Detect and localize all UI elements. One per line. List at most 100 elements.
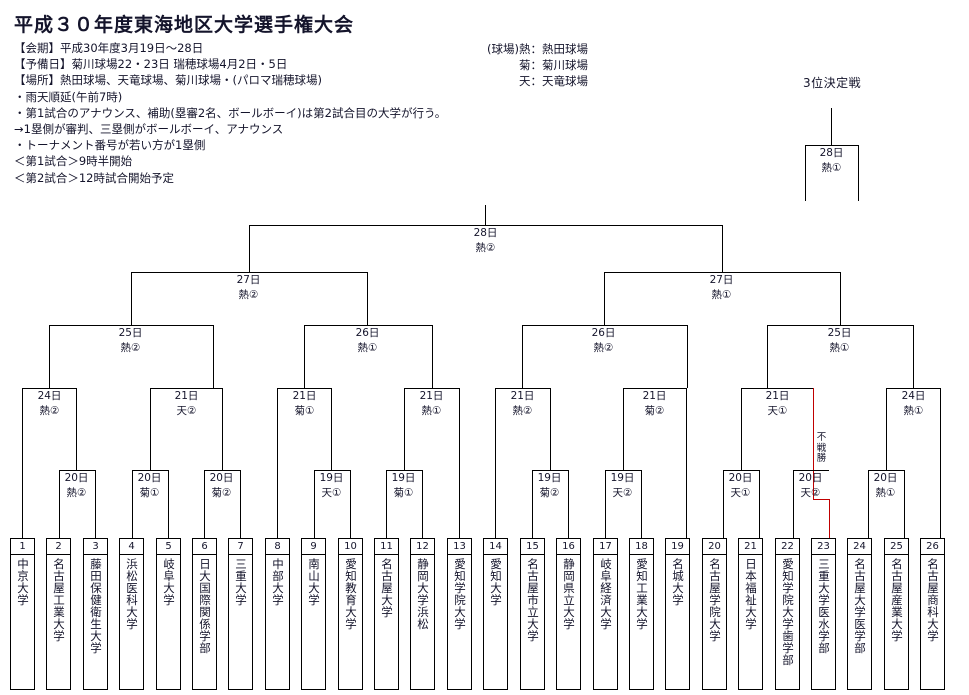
- team-name: 名古屋大学: [380, 558, 393, 618]
- team-name: 南山大学: [307, 558, 320, 606]
- r16-6-crossbar: [623, 388, 686, 389]
- match-venue: 熱①: [357, 342, 378, 354]
- match-quarterfinal-2[interactable]: 26日 熱①: [327, 327, 408, 355]
- r16-5-leg-right: [550, 388, 551, 470]
- team-name: 名古屋大学医学部: [853, 558, 866, 654]
- r32-8-crossbar: [723, 470, 759, 471]
- match-round32-4[interactable]: 19日 天①: [291, 472, 372, 500]
- match-round16-5[interactable]: 21日 熱②: [482, 390, 563, 418]
- r32-7-leg-right: [641, 470, 642, 538]
- match-quarterfinal-3[interactable]: 26日 熱②: [563, 327, 644, 355]
- third-place-heading: 3位決定戦: [803, 76, 862, 90]
- team-seed: 2: [47, 539, 70, 555]
- match-semifinal-right[interactable]: 27日 熱①: [681, 274, 762, 302]
- match-venue: 天②: [800, 487, 821, 499]
- match-final[interactable]: 28日 熱②: [445, 227, 526, 255]
- r32-1-leg-right: [95, 470, 96, 538]
- match-round16-8[interactable]: 24日 熱①: [873, 390, 954, 418]
- match-round32-5[interactable]: 19日 菊①: [363, 472, 444, 500]
- match-third-place[interactable]: 28日 熱①: [791, 147, 872, 175]
- team-seed: 16: [557, 539, 580, 555]
- match-date: 19日: [391, 472, 416, 484]
- match-round16-3[interactable]: 21日 菊①: [264, 390, 345, 418]
- walkover-connector: [813, 499, 829, 500]
- match-round16-2[interactable]: 21日 天②: [146, 390, 227, 418]
- info-line-8: ＜第2試合＞12時試合開始予定: [14, 170, 174, 185]
- match-round32-3[interactable]: 20日 菊②: [181, 472, 262, 500]
- r32-5-crossbar: [386, 470, 422, 471]
- match-round16-4[interactable]: 21日 熱①: [391, 390, 472, 418]
- match-quarterfinal-1[interactable]: 25日 熱②: [90, 327, 171, 355]
- match-round32-9[interactable]: 20日 天②: [770, 472, 851, 500]
- match-date: 21日: [292, 390, 317, 402]
- qf2-leg-left: [304, 325, 305, 388]
- team-box-22[interactable]: 22 愛知学院大学歯学部: [775, 538, 800, 690]
- match-date: 19日: [610, 472, 635, 484]
- match-semifinal-left[interactable]: 27日 熱②: [208, 274, 289, 302]
- match-round32-6[interactable]: 19日 菊②: [509, 472, 590, 500]
- team-seed: 4: [120, 539, 143, 555]
- match-round32-2[interactable]: 20日 菊①: [109, 472, 190, 500]
- r16-1-crossbar: [22, 388, 76, 389]
- match-venue: 天①: [321, 487, 342, 499]
- team-name: 静岡県立大学: [562, 558, 575, 630]
- team-seed: 1: [11, 539, 34, 555]
- match-round16-7[interactable]: 21日 天①: [737, 390, 818, 418]
- r16-3-leg-right: [331, 388, 332, 470]
- team-name: 愛知学院大学歯学部: [781, 558, 794, 666]
- match-quarterfinal-4[interactable]: 25日 熱①: [799, 327, 880, 355]
- r32-6-leg-right: [568, 470, 569, 538]
- match-venue: 熱②: [593, 342, 614, 354]
- match-venue: 熱①: [875, 487, 896, 499]
- team-seed: 23: [812, 539, 835, 555]
- team-box-16[interactable]: 16 静岡県立大学: [556, 538, 581, 690]
- final-crossbar: [249, 225, 722, 226]
- match-round16-1[interactable]: 24日 熱②: [9, 390, 90, 418]
- team-seed: 15: [521, 539, 544, 555]
- team-name: 岐阜経済大学: [599, 558, 612, 630]
- champion-stem: [485, 205, 486, 225]
- match-round16-6[interactable]: 21日 菊②: [614, 390, 695, 418]
- team-name: 愛知工業大学: [635, 558, 648, 630]
- r32-9-crossbar: [793, 470, 829, 471]
- team-seed: 20: [703, 539, 726, 555]
- match-date: 26日: [355, 327, 380, 339]
- team-name: 名古屋商科大学: [926, 558, 939, 642]
- r16-4-crossbar: [404, 388, 459, 389]
- r32-1-leg-left: [59, 470, 60, 538]
- semifinal-right-crossbar: [604, 272, 840, 273]
- match-date: 20日: [209, 472, 234, 484]
- match-round32-10[interactable]: 20日 熱①: [845, 472, 926, 500]
- match-round32-7[interactable]: 19日 天②: [582, 472, 663, 500]
- r32-9-leg-left: [793, 470, 794, 538]
- match-round32-1[interactable]: 20日 熱②: [36, 472, 117, 500]
- team-name: 愛知大学: [489, 558, 502, 606]
- match-round32-8[interactable]: 20日 天①: [700, 472, 781, 500]
- info-line-7: ＜第1試合＞9時半開始: [14, 154, 133, 169]
- team-seed: 22: [776, 539, 799, 555]
